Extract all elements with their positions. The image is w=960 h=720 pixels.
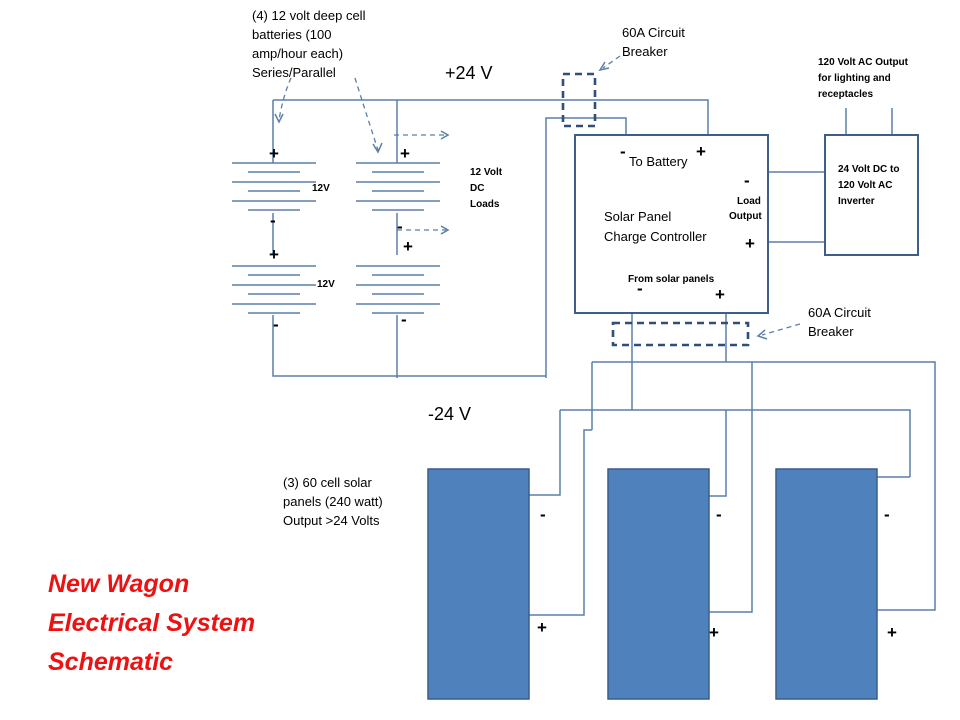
panel-1-plus: +	[537, 618, 547, 637]
controller-load-plus: +	[745, 234, 755, 253]
battery-ur-minus: -	[397, 217, 403, 236]
negative-bus-label: -24 V	[428, 404, 471, 424]
battery-ul-minus: -	[270, 211, 276, 230]
solar-panel-3	[775, 468, 878, 700]
battery-ur-plus: +	[400, 144, 410, 163]
charge-controller-box	[574, 134, 769, 314]
battery-upper-left	[232, 145, 316, 211]
controller-battery-plus: +	[696, 142, 706, 161]
inverter-box	[824, 134, 919, 256]
battery-upper-voltage: 12V	[312, 183, 330, 194]
controller-solar-plus: +	[715, 285, 725, 304]
battery-lr-minus: -	[401, 310, 407, 329]
battery-upper-right	[356, 145, 440, 211]
battery-ll-minus: -	[273, 315, 279, 334]
panels-description: (3) 60 cell solar panels (240 watt) Outp…	[283, 475, 386, 528]
controller-name: Solar Panel Charge Controller	[604, 209, 707, 244]
battery-lower-voltage: 12V	[317, 279, 335, 290]
diagram-title: New Wagon Electrical System Schematic	[48, 570, 262, 676]
batteries-description: (4) 12 volt deep cell batteries (100 amp…	[252, 8, 369, 80]
bottom-breaker-label: 60A Circuit Breaker	[808, 305, 875, 339]
solar-panel-1	[427, 468, 530, 700]
inverter-name: 24 Volt DC to 120 Volt AC Inverter	[838, 164, 902, 207]
battery-lower-left	[232, 265, 316, 314]
controller-load-minus: -	[744, 171, 750, 190]
panel-3-plus: +	[887, 623, 897, 642]
panel-2-minus: -	[716, 505, 722, 524]
top-breaker-label: 60A Circuit Breaker	[622, 25, 689, 59]
annotation-arrows	[274, 55, 801, 340]
controller-battery-minus: -	[620, 142, 626, 161]
panel-1-minus: -	[540, 505, 546, 524]
panel-2-plus: +	[709, 623, 719, 642]
battery-ul-plus: +	[269, 144, 279, 163]
positive-bus-label: +24 V	[445, 63, 493, 83]
battery-lr-plus: +	[403, 237, 413, 256]
controller-load-output: Load Output	[729, 196, 764, 222]
wiring	[272, 99, 936, 616]
battery-lower-right	[356, 265, 440, 314]
bottom-circuit-breaker	[611, 321, 750, 347]
panel-3-minus: -	[884, 505, 890, 524]
battery-ll-plus: +	[269, 245, 279, 264]
ac-output-label: 120 Volt AC Output for lighting and rece…	[818, 57, 911, 100]
dc-loads-label: 12 Volt DC Loads	[470, 167, 505, 210]
controller-solar-minus: -	[637, 279, 643, 298]
battery-bank	[232, 145, 440, 314]
solar-panel-2	[607, 468, 710, 700]
controller-to-battery: To Battery	[629, 154, 688, 169]
top-circuit-breaker	[561, 72, 597, 128]
controller-from-solar: From solar panels	[628, 274, 715, 285]
